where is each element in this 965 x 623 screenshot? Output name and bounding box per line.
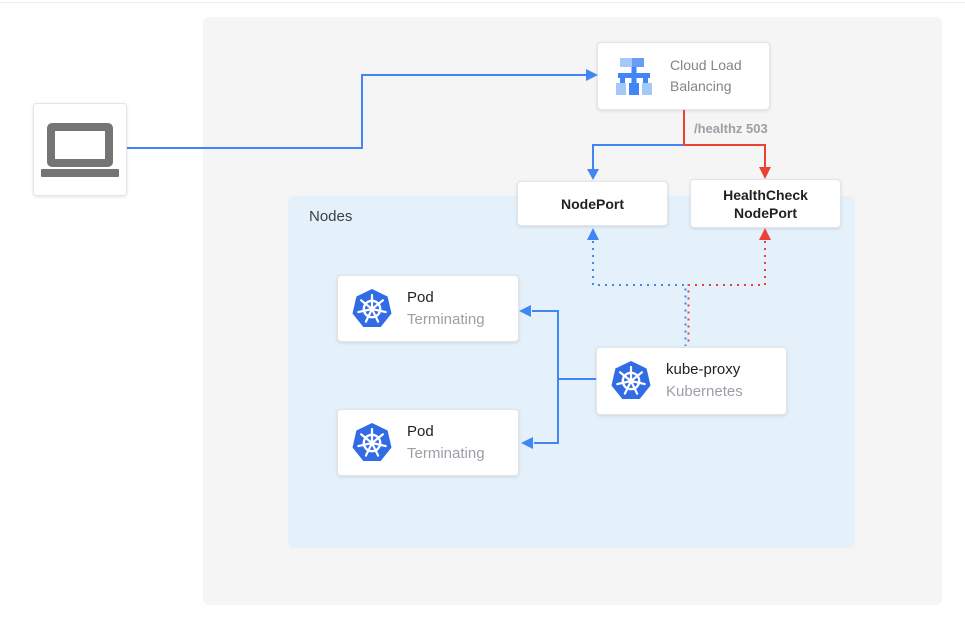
healthcheck-nodeport-box: HealthCheck NodePort [690, 179, 841, 228]
healthcheck-nodeport-label-line2: NodePort [734, 204, 797, 221]
cloud-load-balancing-label: Cloud Load Balancing [670, 57, 742, 94]
cloud-load-balancing-box: Cloud Load Balancing [597, 42, 770, 110]
healthz-annotation: /healthz 503 [694, 121, 768, 136]
pod-box-1: Pod Terminating [337, 275, 519, 342]
kubernetes-icon [611, 361, 651, 401]
load-balancer-icon [614, 57, 654, 95]
nodeport-label: NodePort [561, 195, 624, 212]
pod-box-2: Pod Terminating [337, 409, 519, 476]
laptop-icon [41, 122, 119, 177]
pod-title: Pod [407, 288, 434, 306]
kube-proxy-box: kube-proxy Kubernetes [596, 347, 787, 415]
top-divider [0, 2, 965, 3]
kubernetes-icon [352, 422, 392, 463]
client-box [33, 103, 127, 196]
nodes-label: Nodes [309, 208, 353, 225]
pod-status: Terminating [407, 310, 485, 328]
pod-title: Pod [407, 422, 434, 440]
kube-proxy-title: kube-proxy [666, 361, 741, 378]
healthcheck-nodeport-label-line1: HealthCheck [723, 186, 808, 203]
kubernetes-icon [352, 288, 392, 329]
kube-proxy-subtitle: Kubernetes [666, 383, 743, 400]
nodeport-box: NodePort [517, 181, 668, 226]
pod-status: Terminating [407, 444, 485, 462]
